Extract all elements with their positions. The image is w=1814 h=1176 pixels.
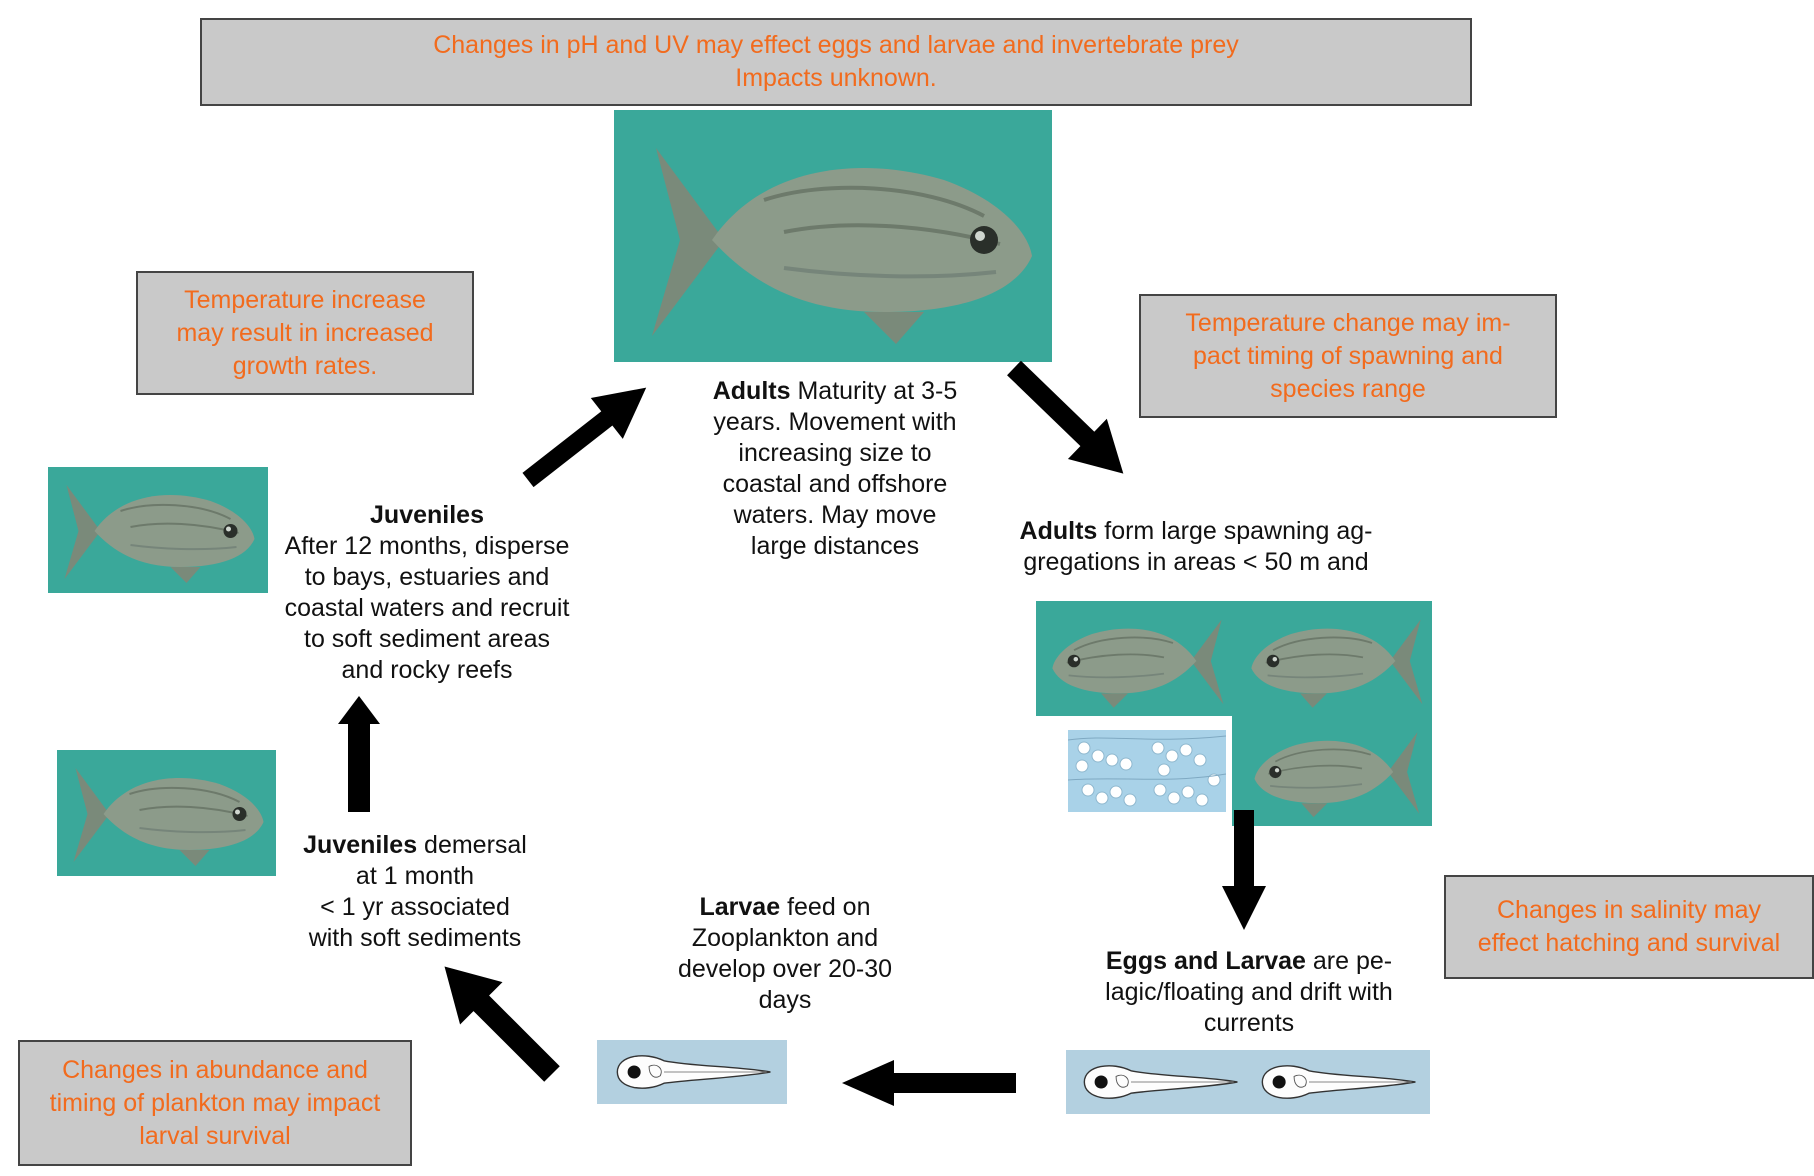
stage-label: Juveniles [303,831,418,859]
stage-text: feed on [780,893,871,921]
larva-illustration [597,1040,787,1104]
arrow-juveniles-to-adults [522,387,647,488]
stage-text: demersal [417,831,527,859]
impact-text: effect hatching and survival [1477,929,1781,957]
stage-text: currents [1203,1009,1295,1037]
stage-text: waters. May move [733,501,937,529]
stage-text: coastal and offshore [722,470,948,498]
larvae-illustration [1066,1050,1430,1114]
stage-text: to bays, estuaries and [304,563,550,591]
impact-text: Impacts unknown. [735,64,937,92]
impact-text: pact timing of spawning and [1193,341,1503,370]
juvenile-fish-photo [48,467,268,593]
stage-text: Maturity at 3-5 [790,377,958,405]
impact-text: Changes in salinity may [1496,896,1761,924]
impact-text: Changes in abundance and [62,1055,368,1084]
impact-text: may result in increased [176,318,434,347]
impact-box-salinity: Changes in salinity may effect hatching … [1444,875,1814,979]
impact-text: Changes in pH and UV may effect eggs and… [433,31,1239,59]
impact-text: species range [1270,374,1426,403]
juvenile-fish-photo [57,750,276,876]
arrow-larvae-to-juveniles [444,966,560,1082]
stage-text: at 1 month [355,862,475,890]
stage-text: increasing size to [738,439,932,467]
spawning-fish-photo [1036,601,1232,716]
stage-text: < 1 yr associated [320,893,510,921]
stage-eggs-larvae: Eggs and Larvae are pe- lagic/floating a… [1074,946,1424,1039]
stage-juveniles-demersal: Juveniles demersal at 1 month < 1 yr ass… [278,830,552,954]
stage-label: Adults [712,377,791,405]
stage-label: Larvae [699,893,781,921]
eggs-photo [1068,730,1226,812]
impact-text: Temperature change may im- [1185,308,1511,337]
impact-text: larval survival [139,1121,291,1150]
stage-text: to soft sediment areas [304,625,550,653]
stage-text: After 12 months, disperse [284,532,570,560]
stage-larvae: Larvae feed on Zooplankton and develop o… [650,892,920,1016]
impact-text: Temperature increase [184,285,426,314]
stage-text: large distances [750,532,920,560]
stage-text: form large spawning ag- [1097,517,1373,545]
impact-text: growth rates. [232,351,378,380]
stage-text: develop over 20-30 [677,955,893,983]
stage-label: Eggs and Larvae [1105,947,1306,975]
stage-text: Zooplankton and [691,924,879,952]
stage-adults-maturity: Adults Maturity at 3-5 years. Movement w… [668,376,1002,562]
impact-box-plankton: Changes in abundance and timing of plank… [18,1040,412,1166]
stage-text: gregations in areas < 50 m and [1023,548,1369,576]
stage-text: coastal waters and recruit [284,594,570,622]
stage-text: lagic/floating and drift with [1105,978,1393,1006]
stage-adults-spawning: Adults form large spawning ag- gregation… [990,516,1402,578]
stage-text: and rocky reefs [341,656,513,684]
arrow-spawning-to-eggs [1222,810,1266,930]
stage-label: Adults [1019,517,1098,545]
stage-text: are pe- [1305,947,1393,975]
stage-text: years. Movement with [713,408,957,436]
stage-juveniles-dispersal: Juveniles After 12 months, disperse to b… [264,500,590,686]
adult-fish-photo [614,110,1052,362]
spawning-fish-photo [1232,716,1432,826]
impact-box-growth: Temperature increase may result in incre… [136,271,474,395]
impact-text: timing of plankton may impact [49,1088,381,1117]
impact-box-spawning: Temperature change may im- pact timing o… [1139,294,1557,418]
arrow-adults-to-spawning [1007,360,1124,474]
stage-text: with soft sediments [308,924,522,952]
stage-label: Juveniles [370,501,484,529]
impact-box-ph-uv: Changes in pH and UV may effect eggs and… [200,18,1472,106]
arrow-juveniles-up [338,696,380,812]
spawning-fish-photo [1232,601,1432,716]
stage-text: days [758,986,812,1014]
arrow-eggs-to-larvae [842,1060,1016,1106]
